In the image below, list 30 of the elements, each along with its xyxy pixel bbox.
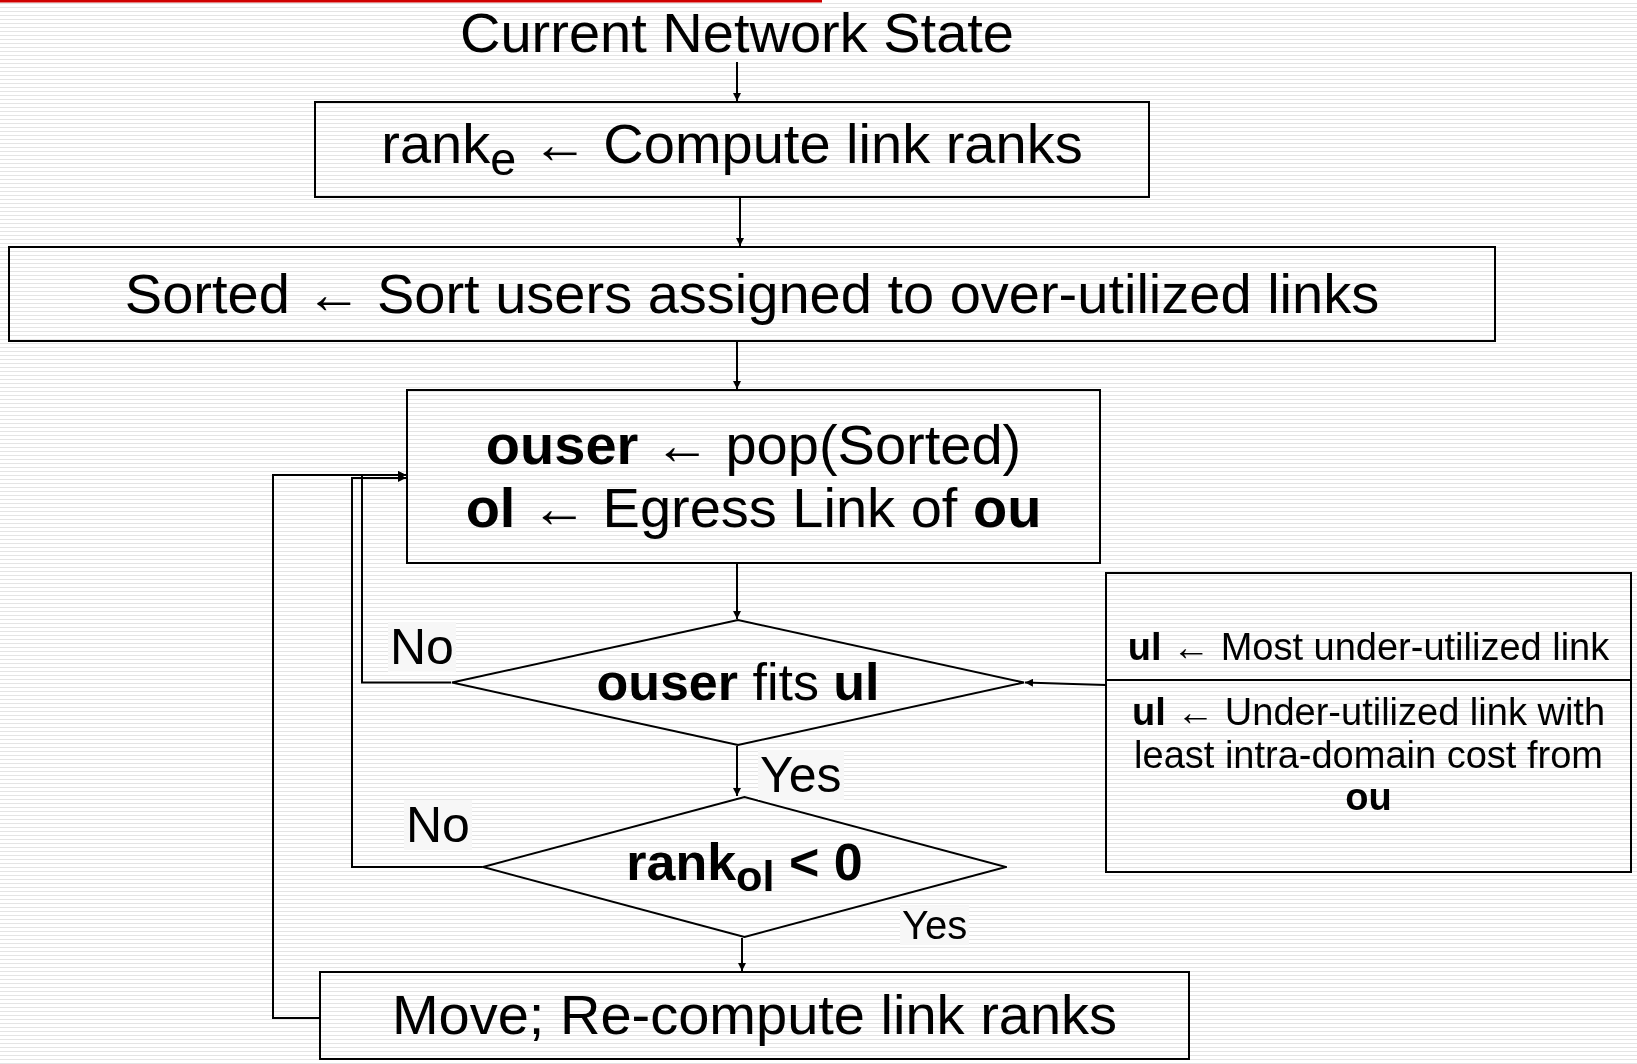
- edge-label: No: [404, 800, 472, 850]
- process-box: [1105, 572, 1632, 873]
- arrow: [351, 474, 483, 868]
- process-box: [8, 246, 1496, 342]
- decision-diamond: [482, 796, 1007, 938]
- arrow: [733, 745, 741, 797]
- process-box: [406, 389, 1101, 564]
- edge-label: Yes: [758, 750, 844, 800]
- arrow: [733, 61, 741, 102]
- step-text: rank$_{e}$ ← Compute link ranks: [381, 113, 1083, 186]
- arrow: [738, 937, 746, 972]
- step-text: Sorted ← Sort users assigned to over-utilized links: [124, 262, 1380, 326]
- step-text: ouser ← pop(Sorted): [485, 413, 1022, 477]
- edge-label: Yes: [900, 905, 970, 945]
- step-text: Move; Re-compute link ranks: [391, 984, 1118, 1047]
- condition-text: ouser fits ul: [596, 653, 880, 712]
- arrow: [736, 197, 744, 247]
- arrow: [733, 563, 741, 620]
- decision-diamond: [451, 619, 1025, 746]
- step-text: ol ← Egress Link of ou: [465, 476, 1042, 540]
- process-box: [319, 971, 1190, 1060]
- condition-text: rank$_{ol}$ < 0: [626, 833, 863, 901]
- process-box: [314, 101, 1150, 198]
- step-text: ul ← Most under-utilized link: [1126, 625, 1611, 671]
- arrow: [1024, 678, 1106, 687]
- step-text: ul ← Under-utilized link with least intra-domain cost from ou: [1107, 678, 1630, 823]
- arrow: [733, 341, 741, 390]
- arrow: [272, 471, 407, 1019]
- edge-label: No: [388, 622, 456, 672]
- state-label: Current Network State: [460, 1, 1014, 65]
